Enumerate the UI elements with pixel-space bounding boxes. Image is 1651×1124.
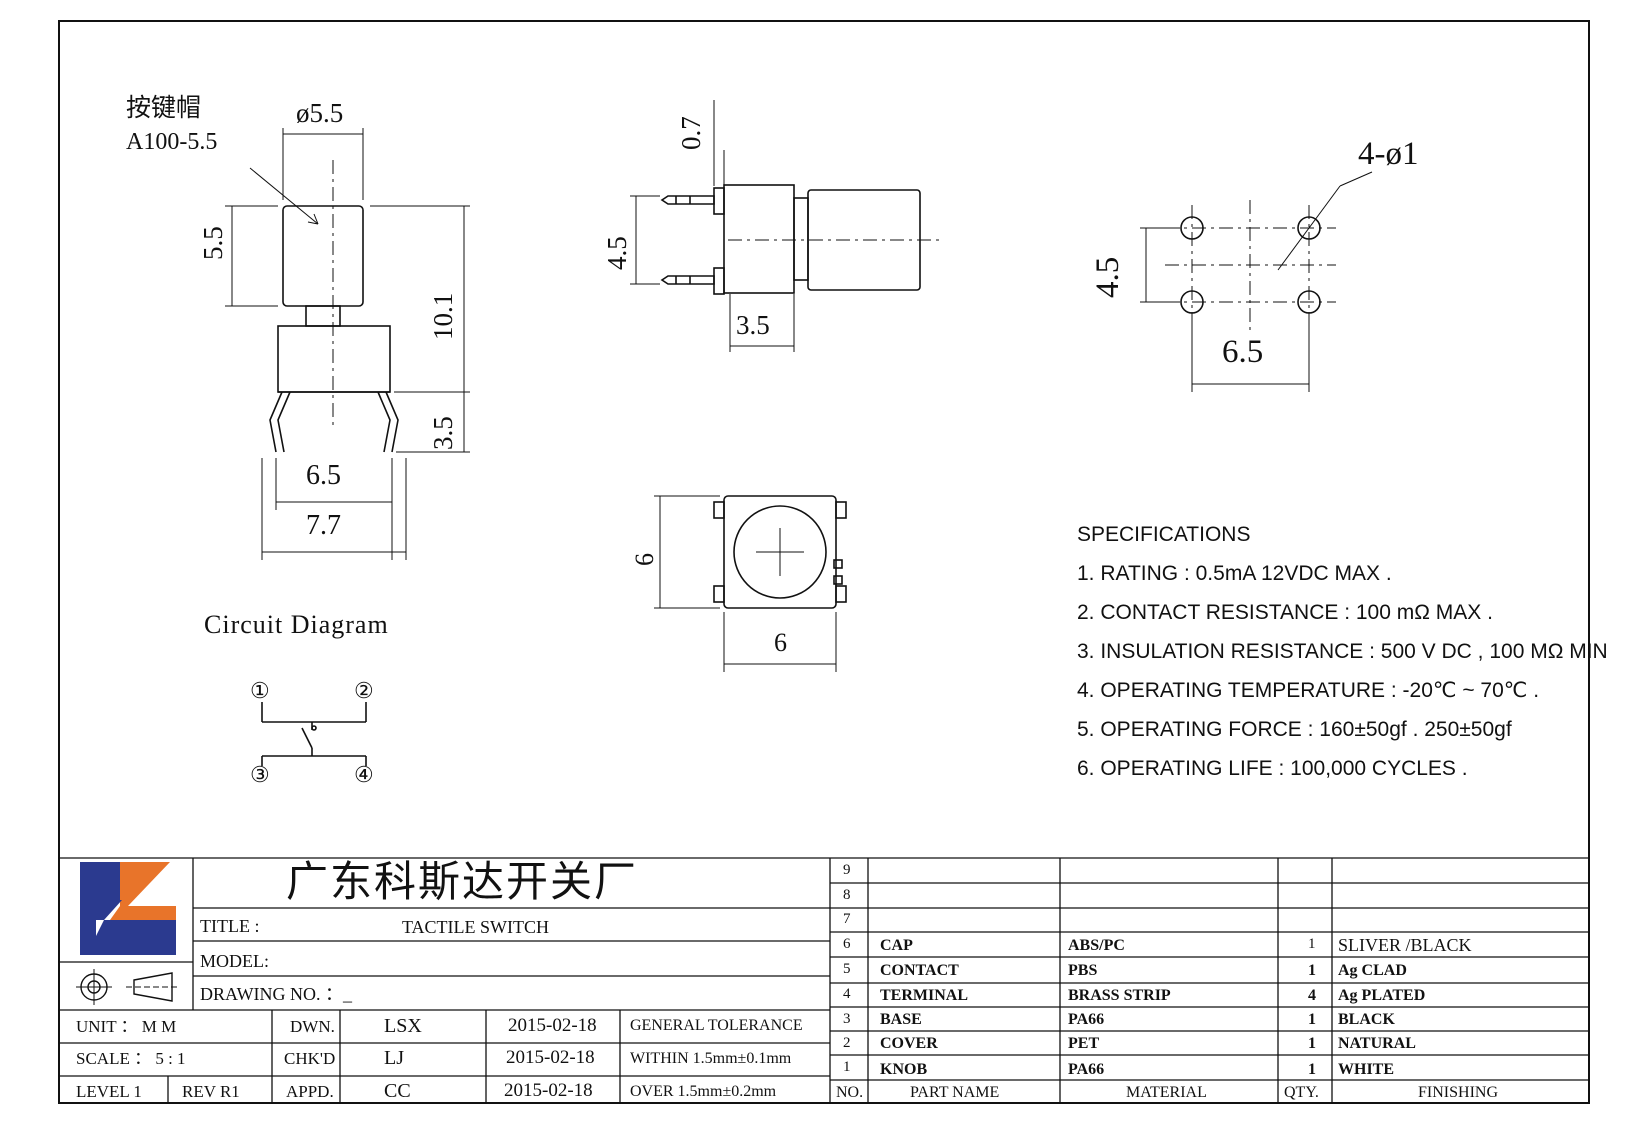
role-name: LJ: [384, 1047, 404, 1069]
front-view: [225, 128, 470, 560]
bom-part: BASE: [880, 1011, 922, 1028]
bom-finish: SLIVER /BLACK: [1338, 935, 1472, 955]
bom-material: PBS: [1068, 962, 1098, 979]
bom-material: BRASS STRIP: [1068, 987, 1171, 1004]
bom-row-no: 1: [843, 1059, 851, 1075]
bom-qty: 4: [1308, 987, 1316, 1004]
circuit-pin-2: ②: [354, 678, 374, 703]
bom-row-no: 9: [843, 862, 851, 878]
spec-item: 3. INSULATION RESISTANCE : 500 V DC , 10…: [1077, 640, 1608, 663]
tolerance-line: OVER 1.5mm±0.2mm: [630, 1083, 777, 1100]
spec-item: 2. CONTACT RESISTANCE : 100 mΩ MAX .: [1077, 601, 1493, 624]
dim-cap-diameter: ø5.5: [296, 98, 344, 128]
bom-material: PA66: [1068, 1061, 1105, 1078]
model-label: MODEL:: [200, 951, 269, 971]
circuit-schematic: [261, 702, 367, 766]
bom-finish: Ag CLAD: [1338, 962, 1407, 979]
bom-header-part: PART NAME: [910, 1084, 1000, 1101]
role-name: LSX: [384, 1015, 422, 1037]
side-view: [630, 100, 940, 352]
circuit-pin-3: ③: [250, 762, 270, 787]
tolerance-line: GENERAL TOLERANCE: [630, 1017, 803, 1034]
dim-side-body: 3.5: [736, 310, 770, 340]
spec-heading: SPECIFICATIONS: [1077, 523, 1251, 546]
circuit-title: Circuit Diagram: [204, 610, 389, 639]
bom-header-no: NO.: [836, 1084, 864, 1101]
top-view: [654, 495, 847, 672]
bom-row-no: 8: [843, 887, 851, 903]
bom-qty: 1: [1308, 1061, 1316, 1078]
spec-item: 5. OPERATING FORCE : 160±50gf . 250±50gf: [1077, 718, 1512, 741]
dim-pin-span-inner: 6.5: [306, 460, 341, 491]
bom-row-no: 3: [843, 1011, 851, 1027]
dim-side-top: 0.7: [676, 116, 706, 150]
role-date: 2015-02-18: [506, 1047, 595, 1068]
title-block: [58, 857, 1590, 1104]
bom-qty: 1: [1308, 1035, 1316, 1052]
dim-body-width: 6: [774, 628, 787, 657]
bom-row-no: 2: [843, 1035, 851, 1051]
role-label: DWN.: [290, 1017, 335, 1036]
tolerance-line: WITHIN 1.5mm±0.1mm: [630, 1050, 792, 1067]
bom-finish: WHITE: [1338, 1061, 1395, 1078]
bom-part: COVER: [880, 1035, 938, 1052]
title-value: TACTILE SWITCH: [402, 917, 550, 937]
title-label: TITLE :: [200, 916, 260, 936]
spec-item: 1. RATING : 0.5mA 12VDC MAX .: [1077, 562, 1392, 585]
drawing-no-label: DRAWING NO. ：_: [200, 984, 353, 1004]
dim-side-pin-gap: 4.5: [602, 236, 632, 270]
bom-part: TERMINAL: [880, 987, 969, 1004]
bom-header-qty: QTY.: [1284, 1084, 1319, 1101]
spec-item: 6. OPERATING LIFE : 100,000 CYCLES .: [1077, 757, 1468, 780]
dim-hole-horizontal: 6.5: [1222, 334, 1264, 370]
hole-pattern: [1140, 171, 1373, 392]
dim-hole-vertical: 4.5: [1090, 256, 1126, 298]
role-date: 2015-02-18: [504, 1080, 593, 1101]
bom-row-no: 4: [843, 986, 851, 1002]
role-name: CC: [384, 1080, 411, 1102]
bom-row-no: 6: [843, 936, 851, 952]
dim-pin-span-outer: 7.7: [306, 510, 341, 541]
dim-cap-height: 5.5: [198, 226, 228, 260]
dim-total-height: 10.1: [428, 292, 458, 340]
circuit-pin-4: ④: [354, 762, 374, 787]
bom-part: CAP: [880, 937, 913, 954]
projection-symbol-icon: [76, 969, 180, 1005]
cap-label-code: A100-5.5: [126, 129, 218, 155]
role-label: CHK'D: [284, 1049, 336, 1068]
bom-qty: 1: [1308, 1011, 1316, 1028]
bom-material: ABS/PC: [1068, 937, 1125, 954]
role-date: 2015-02-18: [508, 1015, 597, 1036]
dim-body-height: 6: [630, 553, 659, 566]
cap-label-cn: 按键帽: [126, 95, 202, 122]
role-label: APPD.: [286, 1082, 334, 1101]
spec-item: 4. OPERATING TEMPERATURE : -20℃ ~ 70℃ .: [1077, 679, 1540, 702]
level-cell: LEVEL 1: [76, 1082, 142, 1101]
bom-header-material: MATERIAL: [1126, 1084, 1207, 1101]
unit-cell: UNIT ： M M: [76, 1017, 177, 1036]
dim-pin-length: 3.5: [428, 416, 458, 450]
bom-finish: Ag PLATED: [1338, 987, 1426, 1004]
rev-cell: REV R1: [182, 1082, 240, 1101]
scale-cell: SCALE ： 5 : 1: [76, 1049, 186, 1068]
bom-finish: BLACK: [1338, 1011, 1395, 1028]
company-logo-icon: [79, 862, 177, 957]
dim-hole-spec: 4-ø1: [1358, 136, 1419, 172]
bom-qty: 1: [1308, 962, 1316, 979]
bom-part: KNOB: [880, 1061, 928, 1078]
bom-material: PA66: [1068, 1011, 1105, 1028]
bom-material: PET: [1068, 1035, 1100, 1052]
circuit-pin-1: ①: [250, 678, 270, 703]
company-name: 广东科斯达开关厂: [286, 860, 639, 906]
bom-header-finish: FINISHING: [1418, 1084, 1498, 1101]
bom-row-no: 5: [843, 961, 851, 977]
bom-qty: 1: [1308, 936, 1316, 952]
bom-row-no: 7: [843, 911, 851, 927]
bom-finish: NATURAL: [1338, 1035, 1416, 1052]
drawing-sheet: [58, 20, 1590, 1104]
bom-part: CONTACT: [880, 962, 959, 979]
